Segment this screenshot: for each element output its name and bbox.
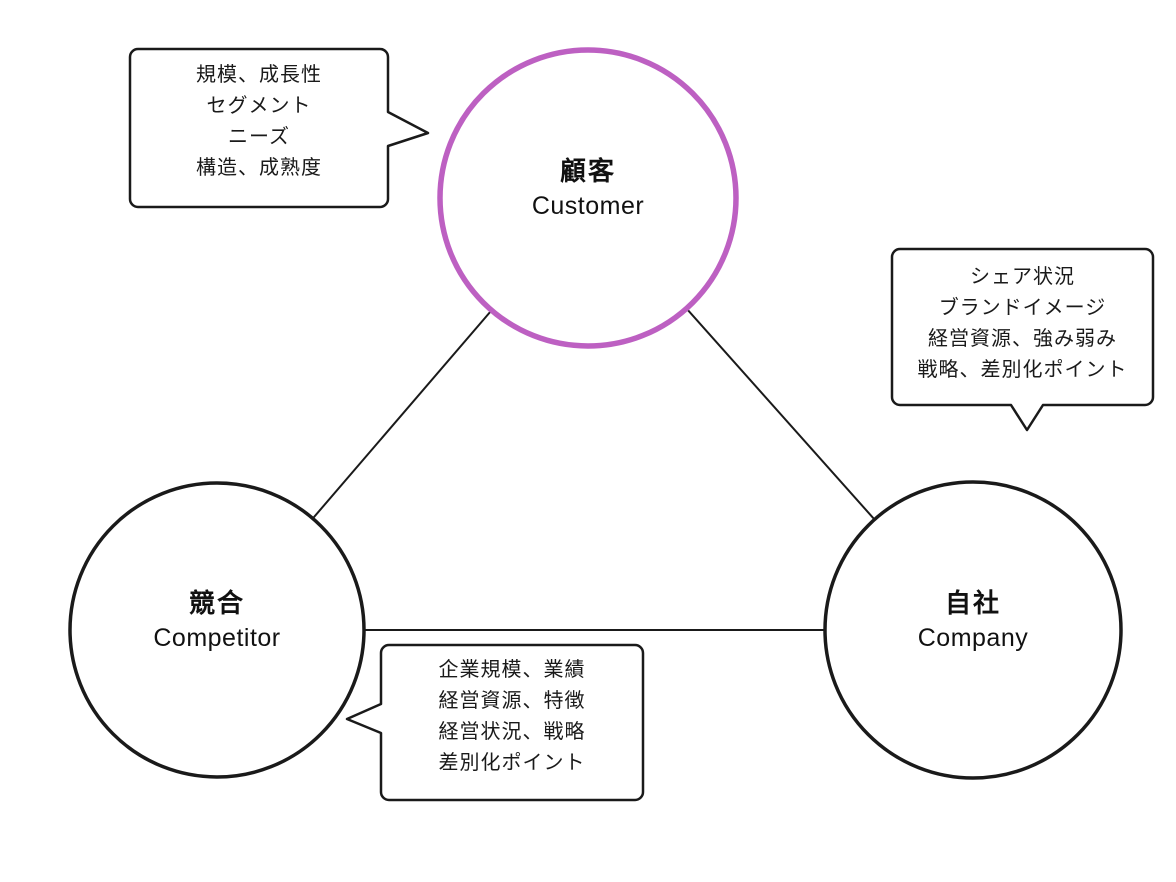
customer-callout-text: 規模、成長性 セグメント ニーズ 構造、成熟度 [130, 60, 388, 184]
customer-label-en: Customer [531, 192, 645, 220]
competitor-node-label: 競合 Competitor [67, 585, 367, 656]
callout-line: 経営資源、特徴 [438, 690, 586, 712]
callout-line: セグメント [206, 95, 312, 117]
callout-line: 戦略、差別化ポイント [917, 359, 1128, 381]
callout-line: 経営資源、強み弱み [928, 328, 1117, 350]
callout-line: 経営状況、戦略 [438, 721, 586, 743]
customer-circle [437, 47, 739, 349]
company-node-label: 自社 Company [823, 585, 1123, 656]
customer-callout-bubble [128, 47, 430, 209]
company-label-en: Company [917, 624, 1029, 652]
competitor-callout-text: 企業規模、業績 経営資源、特徴 経営状況、戦略 差別化ポイント [381, 655, 643, 779]
competitor-label-ja: 競合 [188, 588, 245, 618]
callout-line: 企業規模、業績 [438, 659, 586, 681]
callout-line: ブランドイメージ [938, 297, 1107, 319]
company-callout-bubble [890, 247, 1155, 432]
company-label-ja: 自社 [944, 588, 1001, 618]
callout-line: ニーズ [228, 126, 290, 148]
callout-line: 構造、成熟度 [196, 157, 322, 179]
callout-line: 差別化ポイント [438, 752, 586, 774]
company-circle [823, 480, 1123, 780]
competitor-label-en: Competitor [153, 624, 281, 652]
callout-line: 規模、成長性 [196, 64, 322, 86]
customer-label-ja: 顧客 [559, 156, 616, 186]
customer-node-label: 顧客 Customer [438, 153, 738, 224]
company-callout-text: シェア状況 ブランドイメージ 経営資源、強み弱み 戦略、差別化ポイント [892, 262, 1153, 386]
callout-line: シェア状況 [970, 266, 1075, 288]
competitor-callout-bubble [345, 643, 645, 802]
competitor-circle [68, 481, 366, 779]
